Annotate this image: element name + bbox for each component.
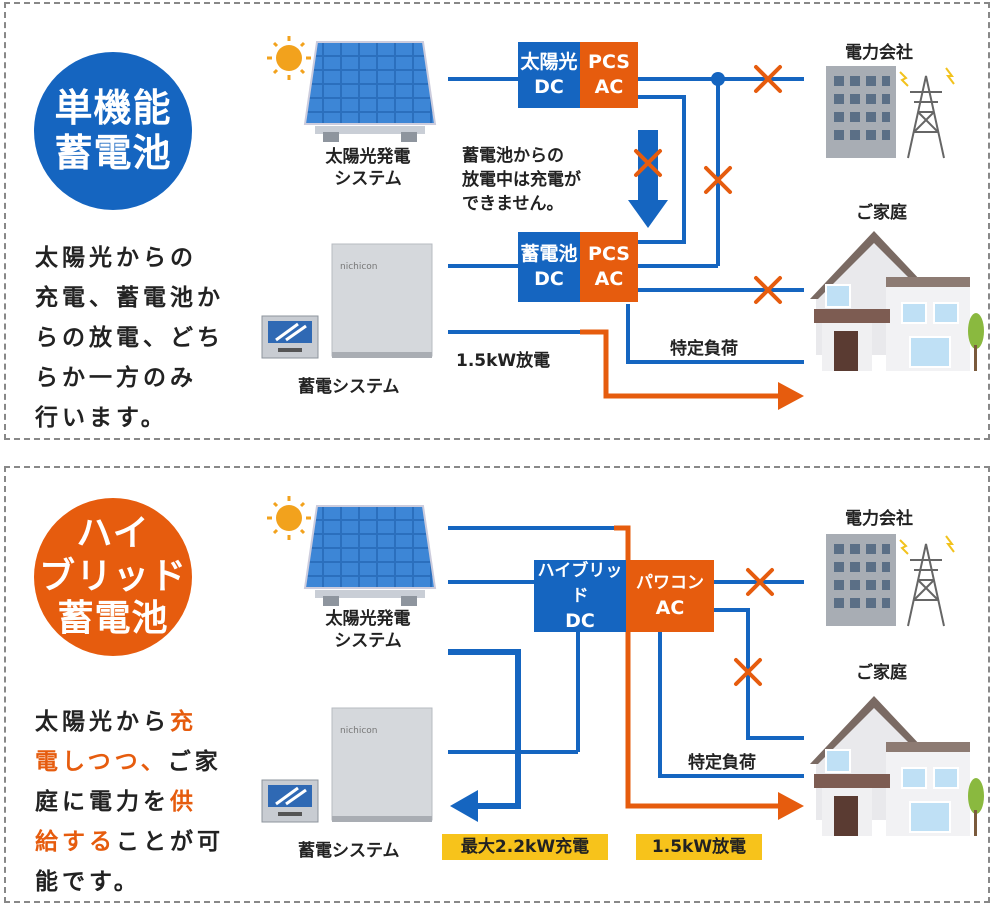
storage-system-label: 蓄電システム xyxy=(298,841,400,861)
utility-label: 電力会社 xyxy=(845,43,913,63)
badge-line: 単機能 xyxy=(54,86,172,131)
solar-system-label: 太陽光発電システム xyxy=(325,609,411,651)
badge-line: ハイ xyxy=(76,513,150,555)
sun-icon xyxy=(265,34,313,82)
solar-panel-icon xyxy=(304,505,436,607)
home-label: ご家庭 xyxy=(856,203,907,223)
hybrid-panel xyxy=(4,466,990,903)
description-line: 電しつつ、ご家 xyxy=(35,749,222,775)
charge-tag: 最大2.2kW充電 xyxy=(442,834,608,860)
specific-load-label: 特定負荷 xyxy=(688,753,756,773)
sun-icon xyxy=(265,494,313,542)
single-function-description: 太陽光からの 充電、蓄電池か らの放電、どち らか一方のみ 行います。 xyxy=(35,238,224,438)
house-icon xyxy=(809,695,985,837)
description-line: 行います。 xyxy=(35,405,168,431)
single-function-panel xyxy=(4,2,990,440)
badge-line: ブリッド xyxy=(38,555,187,597)
charge-arrow-blocked xyxy=(628,130,668,228)
description-line: 充電、蓄電池か xyxy=(35,285,224,311)
badge-line: 蓄電池 xyxy=(54,131,172,175)
description-line: 能です。 xyxy=(35,869,141,895)
solar-system-label: 太陽光発電システム xyxy=(325,147,411,189)
description-line: 太陽光からの xyxy=(35,245,197,271)
solar-panel-icon xyxy=(304,41,436,143)
storage-brand-label: nichicon xyxy=(340,726,378,736)
specific-load-label: 特定負荷 xyxy=(670,339,738,359)
description-line: 太陽光から充 xyxy=(35,709,197,735)
hybrid-badge: ハイ ブリッド 蓄電池 xyxy=(34,498,192,656)
hybrid-description: 太陽光から充 電しつつ、ご家 庭に電力を供 給することが可 能です。 xyxy=(35,702,224,902)
home-label: ご家庭 xyxy=(856,663,907,683)
utility-label: 電力会社 xyxy=(845,509,913,529)
storage-system-label: 蓄電システム xyxy=(298,377,400,397)
panel1-wiring xyxy=(448,77,804,364)
description-line: らの放電、どち xyxy=(35,325,224,351)
utility-building-icon xyxy=(825,533,955,627)
discharge-label: 1.5kW放電 xyxy=(456,351,551,371)
discharge-tag: 1.5kW放電 xyxy=(636,834,762,860)
description-line: らか一方のみ xyxy=(35,365,197,391)
house-icon xyxy=(809,230,985,372)
description-line: 庭に電力を供 xyxy=(35,789,197,815)
description-line: 給することが可 xyxy=(35,829,224,855)
single-function-badge: 単機能 蓄電池 xyxy=(34,52,192,210)
storage-brand-label: nichicon xyxy=(340,262,378,272)
badge-line: 蓄電池 xyxy=(57,598,169,640)
charge-blocked-note: 蓄電池からの放電中は充電ができません。 xyxy=(462,146,581,214)
utility-building-icon xyxy=(825,65,955,159)
